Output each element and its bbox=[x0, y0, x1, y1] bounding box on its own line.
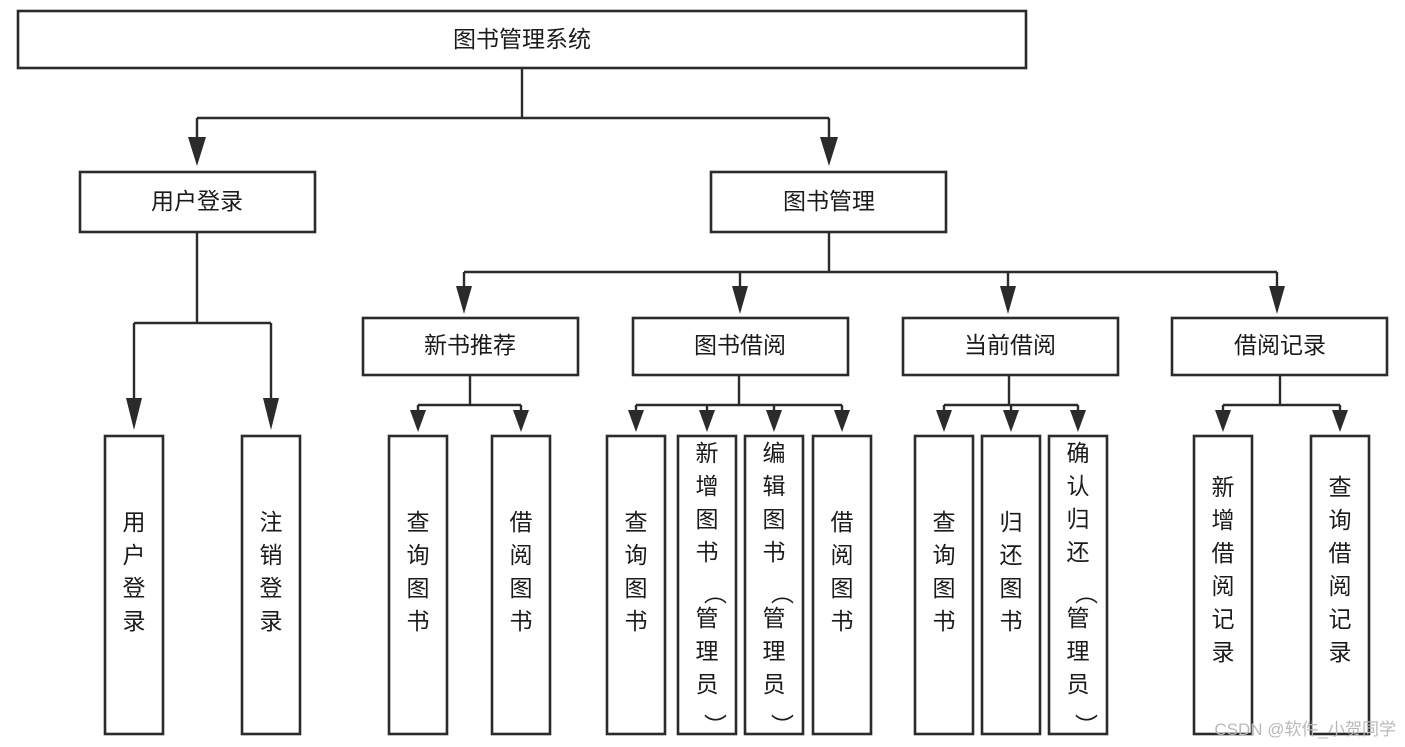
leaf-node-new-book-1-label: 查询图书 bbox=[407, 509, 430, 634]
leaf-node-new-book-1-box[interactable] bbox=[387, 434, 449, 736]
arrow-head-leaf-bookborrow-1 bbox=[628, 410, 644, 432]
csdn-watermark: CSDN @软件_小贺同学 bbox=[1214, 720, 1396, 739]
arrow-head-leaf-borrowrecord-2 bbox=[1332, 410, 1348, 432]
leaf-node-borrow-record-2-label: 查询借阅记录 bbox=[1329, 474, 1352, 665]
node-current-borrow-box[interactable] bbox=[901, 316, 1120, 377]
leaf-node-current-borrow-2-box[interactable] bbox=[980, 434, 1042, 736]
arrow-head-leaf-currentborrow-2 bbox=[1003, 410, 1019, 432]
leaf-node-borrow-record-2[interactable]: 查询借阅记录 bbox=[1309, 434, 1371, 736]
node-book-manage-box[interactable] bbox=[709, 170, 948, 234]
connector-group-root bbox=[188, 68, 838, 166]
connector-group-user-login bbox=[126, 232, 279, 430]
leaf-node-current-borrow-3-label: 确认归还管理员 bbox=[1067, 440, 1090, 697]
vertical-char: ） bbox=[1073, 714, 1099, 737]
leaf-node-book-borrow-2-label: 新增图书管理员 bbox=[696, 440, 719, 697]
node-book-borrow[interactable]: 图书借阅 bbox=[631, 316, 850, 377]
leaf-node-new-book-2-box[interactable] bbox=[490, 434, 552, 736]
leaf-node-borrow-record-1-box[interactable] bbox=[1192, 434, 1254, 736]
arrow-head-leaf-user-login-2 bbox=[263, 398, 279, 430]
arrow-head-leaf-currentborrow-3 bbox=[1070, 410, 1086, 432]
leaf-node-current-borrow-1-label: 查询图书 bbox=[933, 509, 956, 634]
arrow-head-to-current-borrow bbox=[1000, 286, 1016, 314]
arrow-head-to-book-manage bbox=[820, 137, 838, 166]
connector-group-new-book bbox=[410, 375, 529, 432]
node-borrow-record-label: 借阅记录 bbox=[1234, 332, 1326, 358]
leaf-node-book-borrow-3[interactable]: 编辑图书管理员 （ ） bbox=[743, 434, 805, 737]
arrow-head-leaf-newbook-2 bbox=[513, 410, 529, 432]
node-borrow-record[interactable]: 借阅记录 bbox=[1170, 316, 1389, 377]
node-book-borrow-box[interactable] bbox=[631, 316, 850, 377]
arrow-head-leaf-borrowrecord-1 bbox=[1215, 410, 1231, 432]
arrow-head-to-borrow-record bbox=[1269, 286, 1285, 314]
node-user-login[interactable]: 用户登录 bbox=[78, 170, 317, 234]
leaf-node-book-borrow-4-box[interactable] bbox=[811, 434, 873, 736]
leaf-node-book-borrow-3-label: 编辑图书管理员 bbox=[763, 440, 786, 697]
arrow-head-leaf-bookborrow-2 bbox=[699, 410, 715, 432]
node-user-login-box[interactable] bbox=[78, 170, 317, 234]
leaf-node-user-login-1-box[interactable] bbox=[103, 434, 165, 736]
vertical-char: （ bbox=[702, 582, 728, 605]
leaf-node-new-book-1[interactable]: 查询图书 bbox=[387, 434, 449, 736]
node-user-login-label: 用户登录 bbox=[151, 188, 243, 214]
node-new-book-recommend-box[interactable] bbox=[361, 316, 580, 377]
leaf-node-book-borrow-4[interactable]: 借阅图书 bbox=[811, 434, 873, 736]
connector-group-book-manage bbox=[456, 232, 1285, 314]
leaf-node-book-borrow-1-label: 查询图书 bbox=[625, 509, 648, 634]
leaf-node-current-borrow-2[interactable]: 归还图书 bbox=[980, 434, 1042, 736]
connector-group-current-borrow bbox=[936, 375, 1086, 432]
node-root-system-label: 图书管理系统 bbox=[453, 26, 591, 52]
connector-group-book-borrow bbox=[628, 375, 850, 432]
node-current-borrow[interactable]: 当前借阅 bbox=[901, 316, 1120, 377]
leaf-node-book-borrow-3-box[interactable] bbox=[743, 434, 805, 736]
leaf-node-borrow-record-1-label: 新增借阅记录 bbox=[1212, 474, 1235, 665]
leaf-node-new-book-2[interactable]: 借阅图书 bbox=[490, 434, 552, 736]
connector-group-borrow-record bbox=[1215, 375, 1348, 432]
leaf-node-current-borrow-2-label: 归还图书 bbox=[1000, 509, 1023, 634]
leaf-node-borrow-record-1[interactable]: 新增借阅记录 bbox=[1192, 434, 1254, 736]
leaf-node-book-borrow-1-box[interactable] bbox=[605, 434, 667, 736]
leaf-node-book-borrow-4-label: 借阅图书 bbox=[831, 509, 854, 634]
leaf-node-book-borrow-2[interactable]: 新增图书管理员 （ ） bbox=[676, 434, 738, 737]
leaf-node-current-borrow-1[interactable]: 查询图书 bbox=[913, 434, 975, 736]
leaf-node-book-borrow-2-box[interactable] bbox=[676, 434, 738, 736]
leaf-node-current-borrow-3-box[interactable] bbox=[1047, 434, 1109, 736]
arrow-head-to-book-borrow bbox=[732, 286, 748, 314]
arrow-head-leaf-user-login-1 bbox=[126, 398, 142, 430]
node-book-manage-label: 图书管理 bbox=[783, 188, 875, 214]
leaf-node-borrow-record-2-box[interactable] bbox=[1309, 434, 1371, 736]
arrow-head-leaf-currentborrow-1 bbox=[936, 410, 952, 432]
leaf-node-user-login-2[interactable]: 注销登录 bbox=[240, 434, 302, 736]
node-new-book-recommend[interactable]: 新书推荐 bbox=[361, 316, 580, 377]
leaf-node-book-borrow-1[interactable]: 查询图书 bbox=[605, 434, 667, 736]
vertical-char: （ bbox=[769, 582, 795, 605]
leaf-node-current-borrow-1-box[interactable] bbox=[913, 434, 975, 736]
arrow-head-leaf-newbook-1 bbox=[410, 410, 426, 432]
leaf-node-user-login-1[interactable]: 用户登录 bbox=[103, 434, 165, 736]
leaf-node-current-borrow-3[interactable]: 确认归还管理员 （ ） bbox=[1047, 434, 1109, 737]
node-current-borrow-label: 当前借阅 bbox=[964, 332, 1056, 358]
leaf-node-user-login-2-box[interactable] bbox=[240, 434, 302, 736]
leaf-node-new-book-2-label: 借阅图书 bbox=[510, 509, 533, 634]
node-book-manage[interactable]: 图书管理 bbox=[709, 170, 948, 234]
leaf-node-user-login-2-label: 注销登录 bbox=[260, 509, 283, 634]
node-book-borrow-label: 图书借阅 bbox=[694, 332, 786, 358]
node-new-book-recommend-label: 新书推荐 bbox=[424, 332, 516, 358]
vertical-char: ） bbox=[702, 714, 728, 737]
arrow-head-to-user-login bbox=[188, 137, 206, 166]
node-root-system[interactable]: 图书管理系统 bbox=[16, 9, 1028, 70]
vertical-char: （ bbox=[1073, 582, 1099, 605]
node-root-system-box[interactable] bbox=[16, 9, 1028, 70]
node-borrow-record-box[interactable] bbox=[1170, 316, 1389, 377]
arrow-head-to-new-book bbox=[456, 286, 472, 314]
arrow-head-leaf-bookborrow-3 bbox=[766, 410, 782, 432]
arrow-head-leaf-bookborrow-4 bbox=[834, 410, 850, 432]
leaf-node-user-login-1-label: 用户登录 bbox=[123, 509, 146, 634]
vertical-char: ） bbox=[769, 714, 795, 737]
